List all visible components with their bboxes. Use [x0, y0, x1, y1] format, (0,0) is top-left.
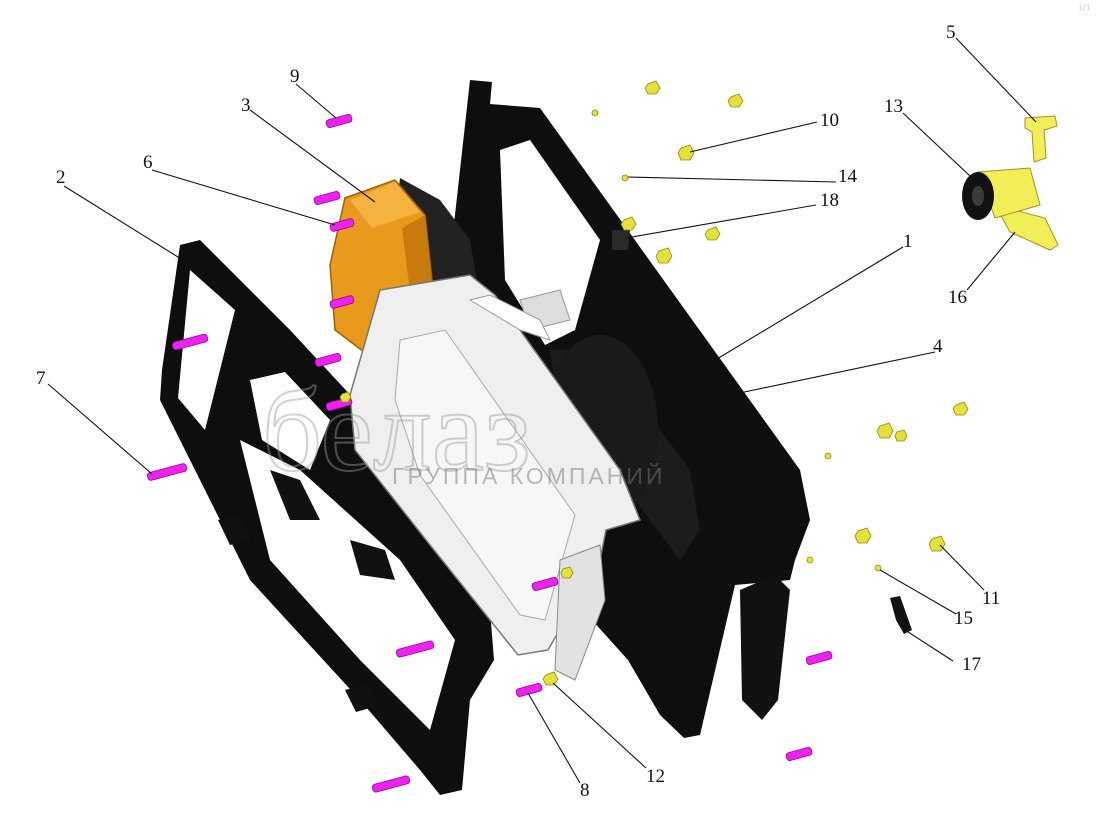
watermark-subtitle: ГРУППА КОМПАНИЙ — [392, 462, 665, 489]
bolt-i — [785, 747, 813, 761]
nut-e — [655, 247, 673, 264]
nut-k — [560, 566, 574, 579]
nut-i — [894, 429, 908, 442]
part-16-bracket — [993, 204, 1059, 251]
bolt-h — [805, 651, 833, 665]
callout-5: 5 — [946, 22, 956, 43]
bolt-7 — [146, 463, 188, 481]
callout-9: 9 — [290, 66, 300, 87]
bolt-8 — [515, 683, 543, 697]
callout-12: 12 — [646, 766, 665, 787]
nut-g — [876, 422, 894, 439]
watermark: белаз ГРУППА КОМПАНИЙ — [261, 364, 665, 497]
bolt-j — [371, 775, 411, 793]
callout-3: 3 — [241, 95, 251, 116]
callout-4: 4 — [933, 336, 943, 357]
callout-10: 10 — [820, 110, 839, 131]
bushing-assembly — [962, 115, 1059, 251]
part-2-front-frame — [160, 240, 494, 795]
washer-14 — [621, 174, 629, 182]
bolt-b — [329, 295, 355, 309]
nut-10 — [677, 144, 695, 161]
callout-16: 16 — [948, 287, 967, 308]
nut-d — [704, 226, 721, 241]
bolts — [146, 114, 833, 793]
nut-j — [854, 527, 872, 544]
part-3-motor — [329, 178, 480, 360]
callout-17: 17 — [962, 654, 981, 675]
nut-a — [644, 80, 661, 95]
callout-11: 11 — [982, 588, 1000, 609]
bolt-9 — [325, 114, 353, 128]
housing-body — [349, 274, 642, 681]
washer-b — [824, 452, 832, 460]
bolt-g — [395, 640, 435, 658]
nut-12 — [542, 671, 559, 686]
bolt-c — [171, 333, 209, 351]
leader-lines — [47, 37, 1037, 784]
callouts: 1 2 3 4 5 6 7 8 9 10 11 12 13 14 15 16 1… — [36, 22, 1000, 801]
corner-mark: 1/1 — [1078, 4, 1091, 12]
callout-15: 15 — [954, 608, 973, 629]
bolt-6 — [329, 218, 355, 232]
nut-c — [620, 216, 637, 231]
nut-h — [952, 401, 969, 416]
nuts — [339, 80, 969, 686]
callout-14: 14 — [838, 166, 858, 187]
callout-8: 8 — [580, 780, 590, 801]
washer-15 — [874, 564, 882, 572]
callout-18: 18 — [820, 190, 839, 211]
bolt-a — [313, 191, 341, 205]
washer-c — [806, 556, 814, 564]
bolt-d — [314, 353, 342, 367]
part-5-pin — [1024, 115, 1058, 163]
part-17-clip — [890, 596, 912, 634]
bolt-f — [531, 577, 559, 591]
callout-6: 6 — [143, 152, 153, 173]
nut-b — [727, 93, 744, 108]
callout-13: 13 — [884, 96, 903, 117]
callout-2: 2 — [56, 167, 66, 188]
nut-f — [339, 391, 352, 403]
washer-a — [591, 109, 599, 117]
callout-7: 7 — [36, 368, 46, 389]
callout-1: 1 — [903, 231, 913, 252]
watermark-brand: белаз — [262, 365, 531, 496]
nut-11 — [928, 535, 946, 552]
